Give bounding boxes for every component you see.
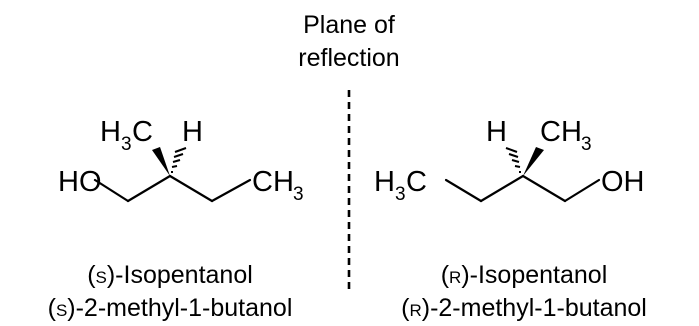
left-hashed-bond [171,147,187,173]
plane-title-line2: reflection [298,44,399,72]
plane-title-line1: Plane of [303,11,395,39]
right-atom-ch3: CH [540,116,582,148]
right-atom-h3c-h: H [374,166,395,198]
right-atom-oh: OH [601,166,645,198]
left-caption-iupac: (S)-2-methyl-1-butanol [48,294,293,322]
right-atom-h: H [486,116,507,148]
right-atom-h3c-c: C [406,166,427,198]
left-atom-h3c-h: H [100,116,121,148]
left-bond-c3-c4 [210,178,252,203]
right-wedge-bond [523,147,544,176]
left-wedge-bond [152,147,170,176]
right-hashed-bond [505,147,521,173]
left-molecule-s: HO H 3 C H CH 3 [58,116,304,205]
left-atom-ho: HO [58,166,102,198]
right-bond-c2-c1 [521,174,567,203]
right-bond-c1-o [563,178,601,203]
left-atom-h: H [182,116,203,148]
left-atom-h3c-c: C [132,116,153,148]
right-bond-c3-c2 [479,174,525,203]
left-bond-c1-c2 [126,174,172,203]
left-caption-isopentanol: (S)-Isopentanol [87,261,253,289]
left-atom-ch3-sub: 3 [293,184,304,205]
right-bond-c4-c3 [444,178,483,203]
right-caption-iupac: (R)-2-methyl-1-butanol [401,294,647,322]
right-atom-h3c-sub: 3 [395,184,406,205]
left-bond-c2-c3 [168,174,214,203]
right-caption-isopentanol: (R)-Isopentanol [441,261,608,289]
right-molecule-r: H CH 3 H 3 C OH [374,116,645,205]
right-atom-ch3-sub: 3 [581,134,592,155]
left-bond-o-c1 [93,178,130,203]
left-atom-h3c-sub: 3 [121,134,132,155]
left-atom-ch3: CH [252,166,294,198]
